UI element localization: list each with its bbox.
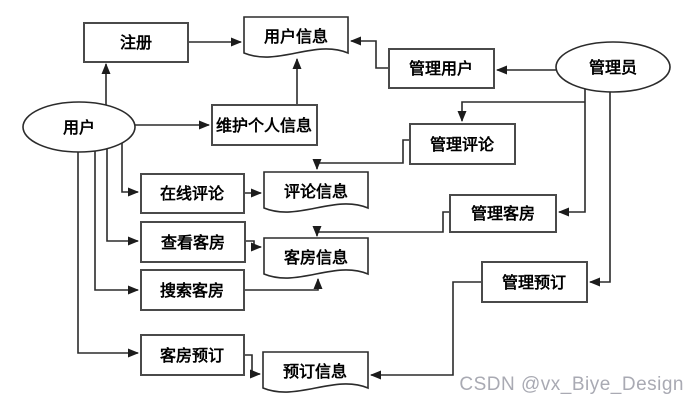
process-register: 注册 [83,22,189,63]
manage-comment-box [409,123,516,165]
process-manage-room: 管理客房 [449,194,557,233]
manage-user-label: 管理用户 [409,59,473,78]
manage-room-label: 管理客房 [471,204,535,223]
entity-admin: 管理员 [555,41,671,93]
process-room-booking: 客房预订 [140,334,245,376]
search-room-label: 搜索客房 [160,281,224,300]
room-info-label: 客房信息 [284,248,348,267]
maintain-info-label: 维护个人信息 [216,116,312,135]
datastore-comment-info: 评论信息 [263,171,369,213]
booking-info-doc-shape [262,351,369,393]
flow-searchroom-to-roominfo [244,278,323,291]
flow-user-to-viewroom [106,127,139,246]
flow-user-to-onlinecomment [121,127,139,197]
user-info-doc-shape [243,16,349,58]
comment-info-label: 评论信息 [284,182,348,201]
process-manage-comment: 管理评论 [409,123,516,165]
room-info-doc-shape [263,237,369,279]
comment-info-doc-shape [263,171,369,213]
process-manage-user: 管理用户 [388,48,495,89]
process-manage-booking: 管理预订 [481,261,588,303]
datastore-user-info: 用户信息 [243,16,349,58]
flow-admin-to-managecomment [457,101,585,122]
flow-managebooking-to-bookinginfo [370,281,482,380]
admin-entity-label: 管理员 [589,58,637,77]
flow-managecomment-to-commentinfo [312,139,410,170]
manage-booking-label: 管理预订 [502,273,566,292]
room-booking-label: 客房预订 [160,346,224,365]
register-box [83,22,189,63]
datastore-booking-info: 预订信息 [262,351,369,393]
datastore-room-info: 客房信息 [263,237,369,279]
flow-admin-to-manageroom [558,67,586,217]
online-comment-box [140,173,245,214]
flow-manageuser-to-userinfo [350,36,389,69]
maintain-info-box [211,104,318,146]
flow-roombooking-to-bookinginfo [244,354,261,379]
process-online-comment: 在线评论 [140,173,245,214]
user-info-label: 用户信息 [264,27,328,46]
manage-user-box [388,48,495,89]
booking-info-label: 预订信息 [283,362,347,381]
view-room-label: 查看客房 [161,233,225,252]
flow-viewroom-to-roominfo [245,240,262,252]
flow-admin-to-managebooking [589,67,611,287]
manage-comment-label: 管理评论 [430,135,495,154]
admin-entity-shape [555,41,671,93]
csdn-watermark: CSDN @vx_Biye_Design [459,374,684,395]
view-room-box [140,221,246,263]
manage-room-box [449,194,557,233]
process-view-room: 查看客房 [140,221,246,263]
entity-user: 用户 [22,101,136,153]
user-entity-label: 用户 [63,118,95,137]
flow-user-to-searchroom [94,127,139,295]
online-comment-label: 在线评论 [160,184,225,203]
flow-manageroom-to-roominfo [312,211,450,237]
flow-connectors [77,36,611,380]
process-search-room: 搜索客房 [140,269,245,311]
manage-booking-box [481,261,588,303]
room-booking-box [140,334,245,376]
flow-user-to-roombooking [77,127,139,358]
user-entity-shape [22,101,136,153]
search-room-box [140,269,245,311]
process-maintain-personal-info: 维护个人信息 [211,104,318,146]
register-label: 注册 [120,33,152,52]
